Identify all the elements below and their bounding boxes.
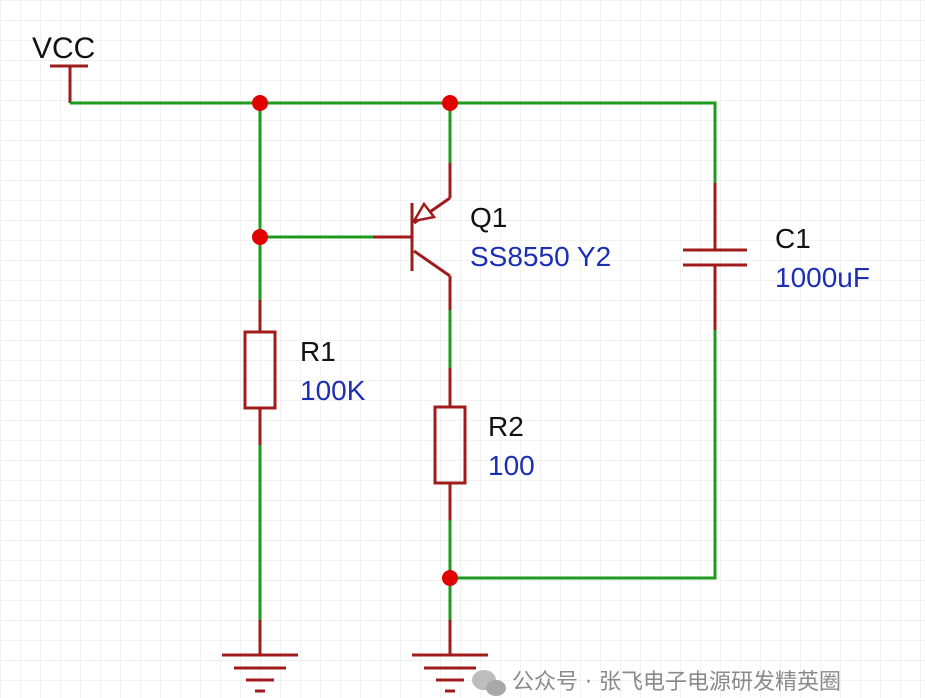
resistor-r1[interactable]: R1 100K [243, 300, 366, 445]
ground-symbol-r1[interactable] [222, 620, 298, 693]
capacitor-c1[interactable]: C1 1000uF [683, 183, 870, 370]
junction-dot [252, 95, 268, 111]
junction-dot [442, 570, 458, 586]
resistor-r2[interactable]: R2 100 [433, 368, 535, 520]
junctions [252, 95, 458, 586]
watermark-text: 公众号 · 张飞电子电源研发精英圈 [512, 670, 841, 695]
vcc-label: VCC [32, 32, 95, 65]
wires [70, 101, 717, 620]
vcc-power-symbol[interactable]: VCC [32, 32, 95, 103]
watermark: 公众号 · 张飞电子电源研发精英圈 [472, 670, 841, 696]
wire-vcc-rail [70, 101, 717, 183]
wire-output [450, 370, 717, 580]
junction-dot [442, 95, 458, 111]
c1-reference: C1 [775, 223, 811, 254]
r1-value: 100K [300, 375, 366, 406]
q1-value: SS8550 Y2 [470, 241, 611, 272]
c1-value: 1000uF [775, 262, 870, 293]
ground-symbol-r2[interactable] [412, 620, 488, 693]
r2-value: 100 [488, 450, 535, 481]
q1-reference: Q1 [470, 202, 507, 233]
wechat-logo-icon [472, 670, 506, 696]
junction-dot [252, 229, 268, 245]
r2-reference: R2 [488, 411, 524, 442]
transistor-q1[interactable]: Q1 SS8550 Y2 [373, 163, 611, 310]
r1-reference: R1 [300, 336, 336, 367]
